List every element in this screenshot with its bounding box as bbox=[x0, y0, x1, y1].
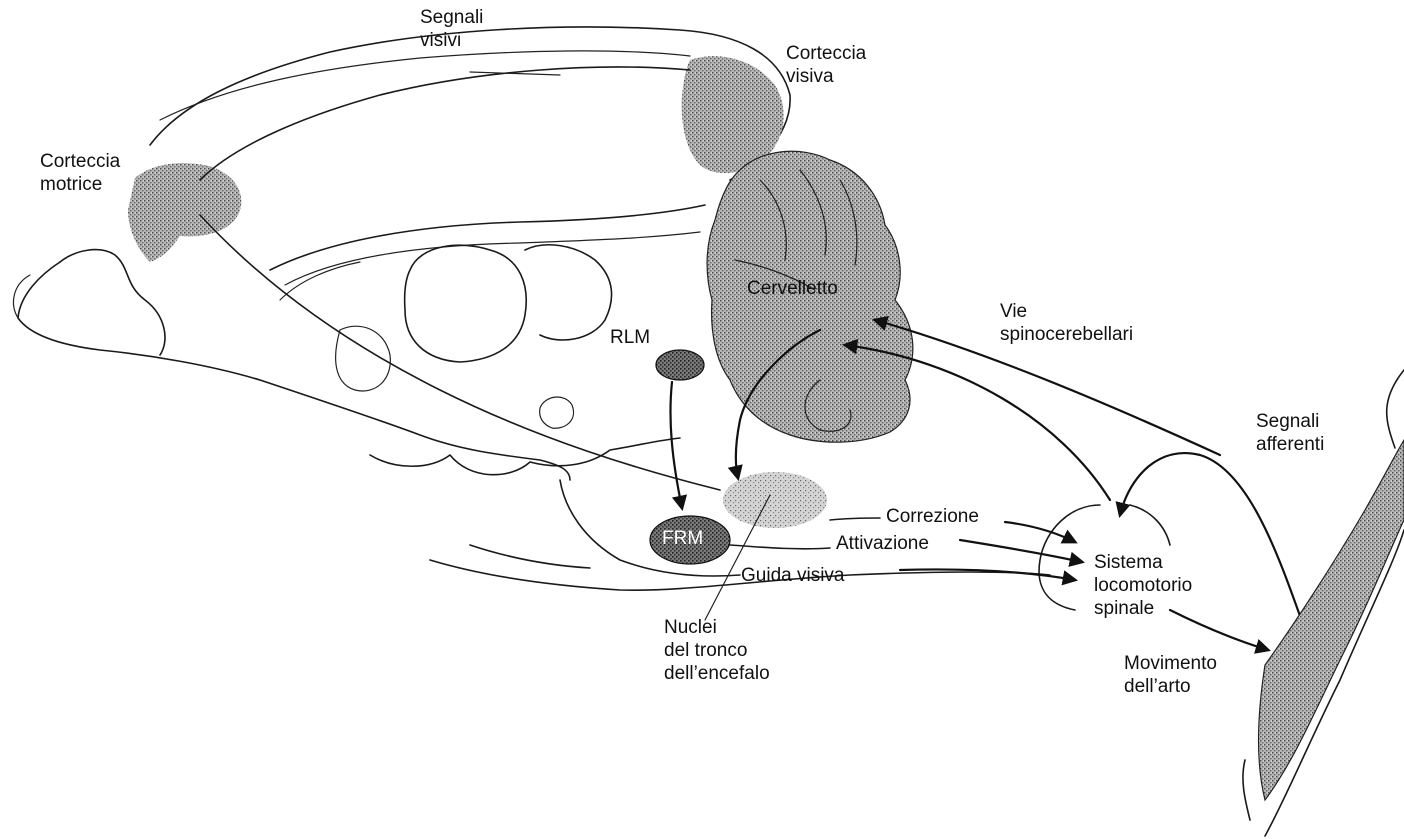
label-limb-movement: Movimento dell’arto bbox=[1124, 652, 1217, 698]
label-afferent-signals: Segnali afferenti bbox=[1256, 410, 1324, 456]
motor-cortex-region bbox=[128, 163, 241, 262]
label-spinal-locomotor-system: Sistema locomotorio spinale bbox=[1094, 551, 1192, 620]
label-spinocerebellar-tracts: Vie spinocerebellari bbox=[1000, 300, 1133, 346]
label-visual-signals: Segnali visivi bbox=[420, 6, 483, 52]
label-rlm: RLM bbox=[610, 326, 650, 349]
label-cerebellum: Cervelletto bbox=[747, 277, 838, 300]
label-motor-cortex: Corteccia motrice bbox=[40, 150, 120, 196]
brainstem-nuclei-region bbox=[723, 472, 827, 528]
label-visual-cortex: Corteccia visiva bbox=[786, 42, 866, 88]
label-activation: Attivazione bbox=[836, 532, 929, 555]
label-frm: FRM bbox=[662, 527, 703, 550]
rlm-nucleus bbox=[656, 350, 704, 380]
label-correction: Correzione bbox=[886, 505, 979, 528]
thalamus-lobe bbox=[405, 245, 527, 362]
label-visual-guidance: Guida visiva bbox=[741, 564, 845, 587]
limb-muscle bbox=[1259, 440, 1404, 800]
spinal-locomotor-outline bbox=[1039, 505, 1100, 610]
label-brainstem-nuclei: Nuclei del tronco dell’encefalo bbox=[664, 616, 770, 685]
brain-lower-outline bbox=[18, 262, 570, 480]
